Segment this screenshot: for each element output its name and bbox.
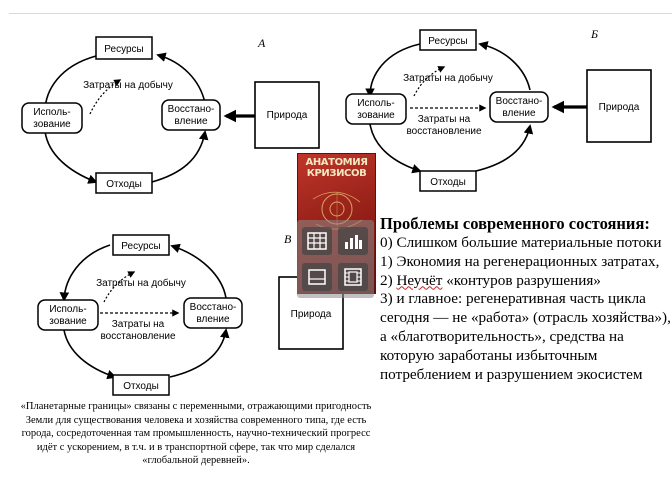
restore-label-line2: вление: [502, 108, 536, 119]
resources-label: Ресурсы: [428, 36, 467, 47]
video-icon: [344, 268, 362, 286]
use-box: [21, 102, 83, 134]
restore-box: [489, 91, 549, 123]
restore-label-line1: Восстано-: [190, 302, 237, 313]
waste-box: [112, 374, 170, 396]
restore-label-line2: вление: [174, 116, 208, 127]
extraction-cost-label: Затраты на добычу: [403, 72, 493, 84]
restoration-cost-label-line2: восстановление: [100, 331, 175, 342]
restore-label-line2: вление: [196, 314, 230, 325]
insert-table-button[interactable]: [302, 227, 332, 255]
cycle-arc: [365, 43, 421, 98]
problem-item-2-rest: «контуров разрушения»: [442, 271, 601, 289]
cycle-arc: [475, 124, 534, 172]
waste-box: [95, 172, 153, 194]
media-placeholder-overlay: [297, 220, 374, 298]
picture-icon: [308, 269, 326, 285]
problems-heading: Проблемы современного состояния:: [380, 214, 650, 233]
use-label-line2: зование: [49, 316, 87, 327]
panel-a: А Ресурсы Отходы Исполь- зование Восстан…: [21, 36, 320, 194]
panel-c-letter: В: [284, 232, 292, 246]
resources-label: Ресурсы: [121, 241, 160, 252]
nature-label: Природа: [267, 110, 308, 121]
use-label-line2: зование: [357, 110, 395, 121]
cycle-arc: [170, 243, 227, 299]
nature-box: [254, 81, 320, 149]
waste-label: Отходы: [106, 179, 142, 190]
restore-box: [161, 99, 221, 131]
book-title-line2: КРИЗИСОВ: [306, 167, 367, 179]
restoration-cost-label-line1: Затраты на: [418, 114, 471, 125]
cycle-arc: [59, 244, 111, 302]
waste-label: Отходы: [123, 381, 159, 392]
problem-item-1: 1) Экономия на регенерационных затратах,: [380, 252, 660, 270]
problems-text-box[interactable]: Проблемы современного состояния: 0) Слиш…: [380, 214, 672, 499]
insert-video-button[interactable]: [338, 263, 368, 291]
use-label-line1: Исполь-: [49, 304, 86, 315]
panel-b-letter: Б: [590, 27, 598, 41]
waste-box: [419, 170, 477, 192]
resources-label: Ресурсы: [104, 44, 143, 55]
extraction-cost-label: Затраты на добычу: [83, 79, 173, 91]
panel-a-letter: А: [257, 36, 266, 50]
book-title: АНАТОМИЯ КРИЗИСОВ: [300, 157, 373, 179]
use-label-line2: зование: [33, 119, 71, 130]
problem-item-0: 0) Слишком большие материальные потоки: [380, 234, 662, 251]
cycle-arc: [369, 123, 422, 174]
extraction-cost-arrow: [413, 66, 446, 97]
spellcheck-flagged-word: Неучёт: [396, 271, 443, 289]
nature-label: Природа: [599, 102, 640, 113]
cycle-arc: [169, 328, 230, 378]
cycle-arc: [63, 329, 117, 380]
restore-box: [183, 297, 243, 329]
resources-box: [419, 29, 477, 51]
resources-box: [112, 234, 170, 256]
cycle-arc: [151, 130, 209, 183]
extraction-cost-label: Затраты на добычу: [96, 277, 186, 289]
nature-label: Природа: [291, 309, 332, 320]
use-label-line1: Исполь-: [357, 98, 394, 109]
restore-label-line1: Восстано-: [496, 96, 543, 107]
insert-picture-button[interactable]: [302, 263, 332, 291]
resources-box: [95, 36, 153, 60]
cycle-arc: [156, 52, 206, 104]
problem-item-2: 2) Неучёт «контуров разрушения»: [380, 272, 672, 291]
restore-label-line1: Восстано-: [168, 104, 215, 115]
problem-item-3: 3) и главное: регенеративная часть цикла…: [380, 290, 671, 383]
chart-icon: [345, 235, 362, 249]
restoration-cost-label-line2: восстановление: [406, 126, 481, 137]
slide-top-edge: [9, 0, 672, 14]
use-box: [37, 299, 99, 331]
book-title-line1: АНАТОМИЯ: [305, 157, 368, 168]
problem-item-2-prefix: 2): [380, 271, 397, 289]
extraction-cost-arrow: [103, 271, 136, 303]
insert-chart-button[interactable]: [338, 227, 368, 255]
planetary-boundaries-caption: «Планетарные границы» связаны с переменн…: [20, 401, 372, 466]
use-box: [345, 93, 407, 125]
cycle-arc: [44, 130, 98, 184]
table-icon: [307, 232, 327, 250]
restoration-cost-label-line1: Затраты на: [112, 319, 165, 330]
nature-box: [586, 69, 652, 143]
cycle-arc: [478, 41, 531, 91]
waste-label: Отходы: [430, 177, 466, 188]
use-label-line1: Исполь-: [33, 107, 70, 118]
panel-b: Б Ресурсы Отходы Исполь- зование Восстан…: [345, 27, 652, 192]
